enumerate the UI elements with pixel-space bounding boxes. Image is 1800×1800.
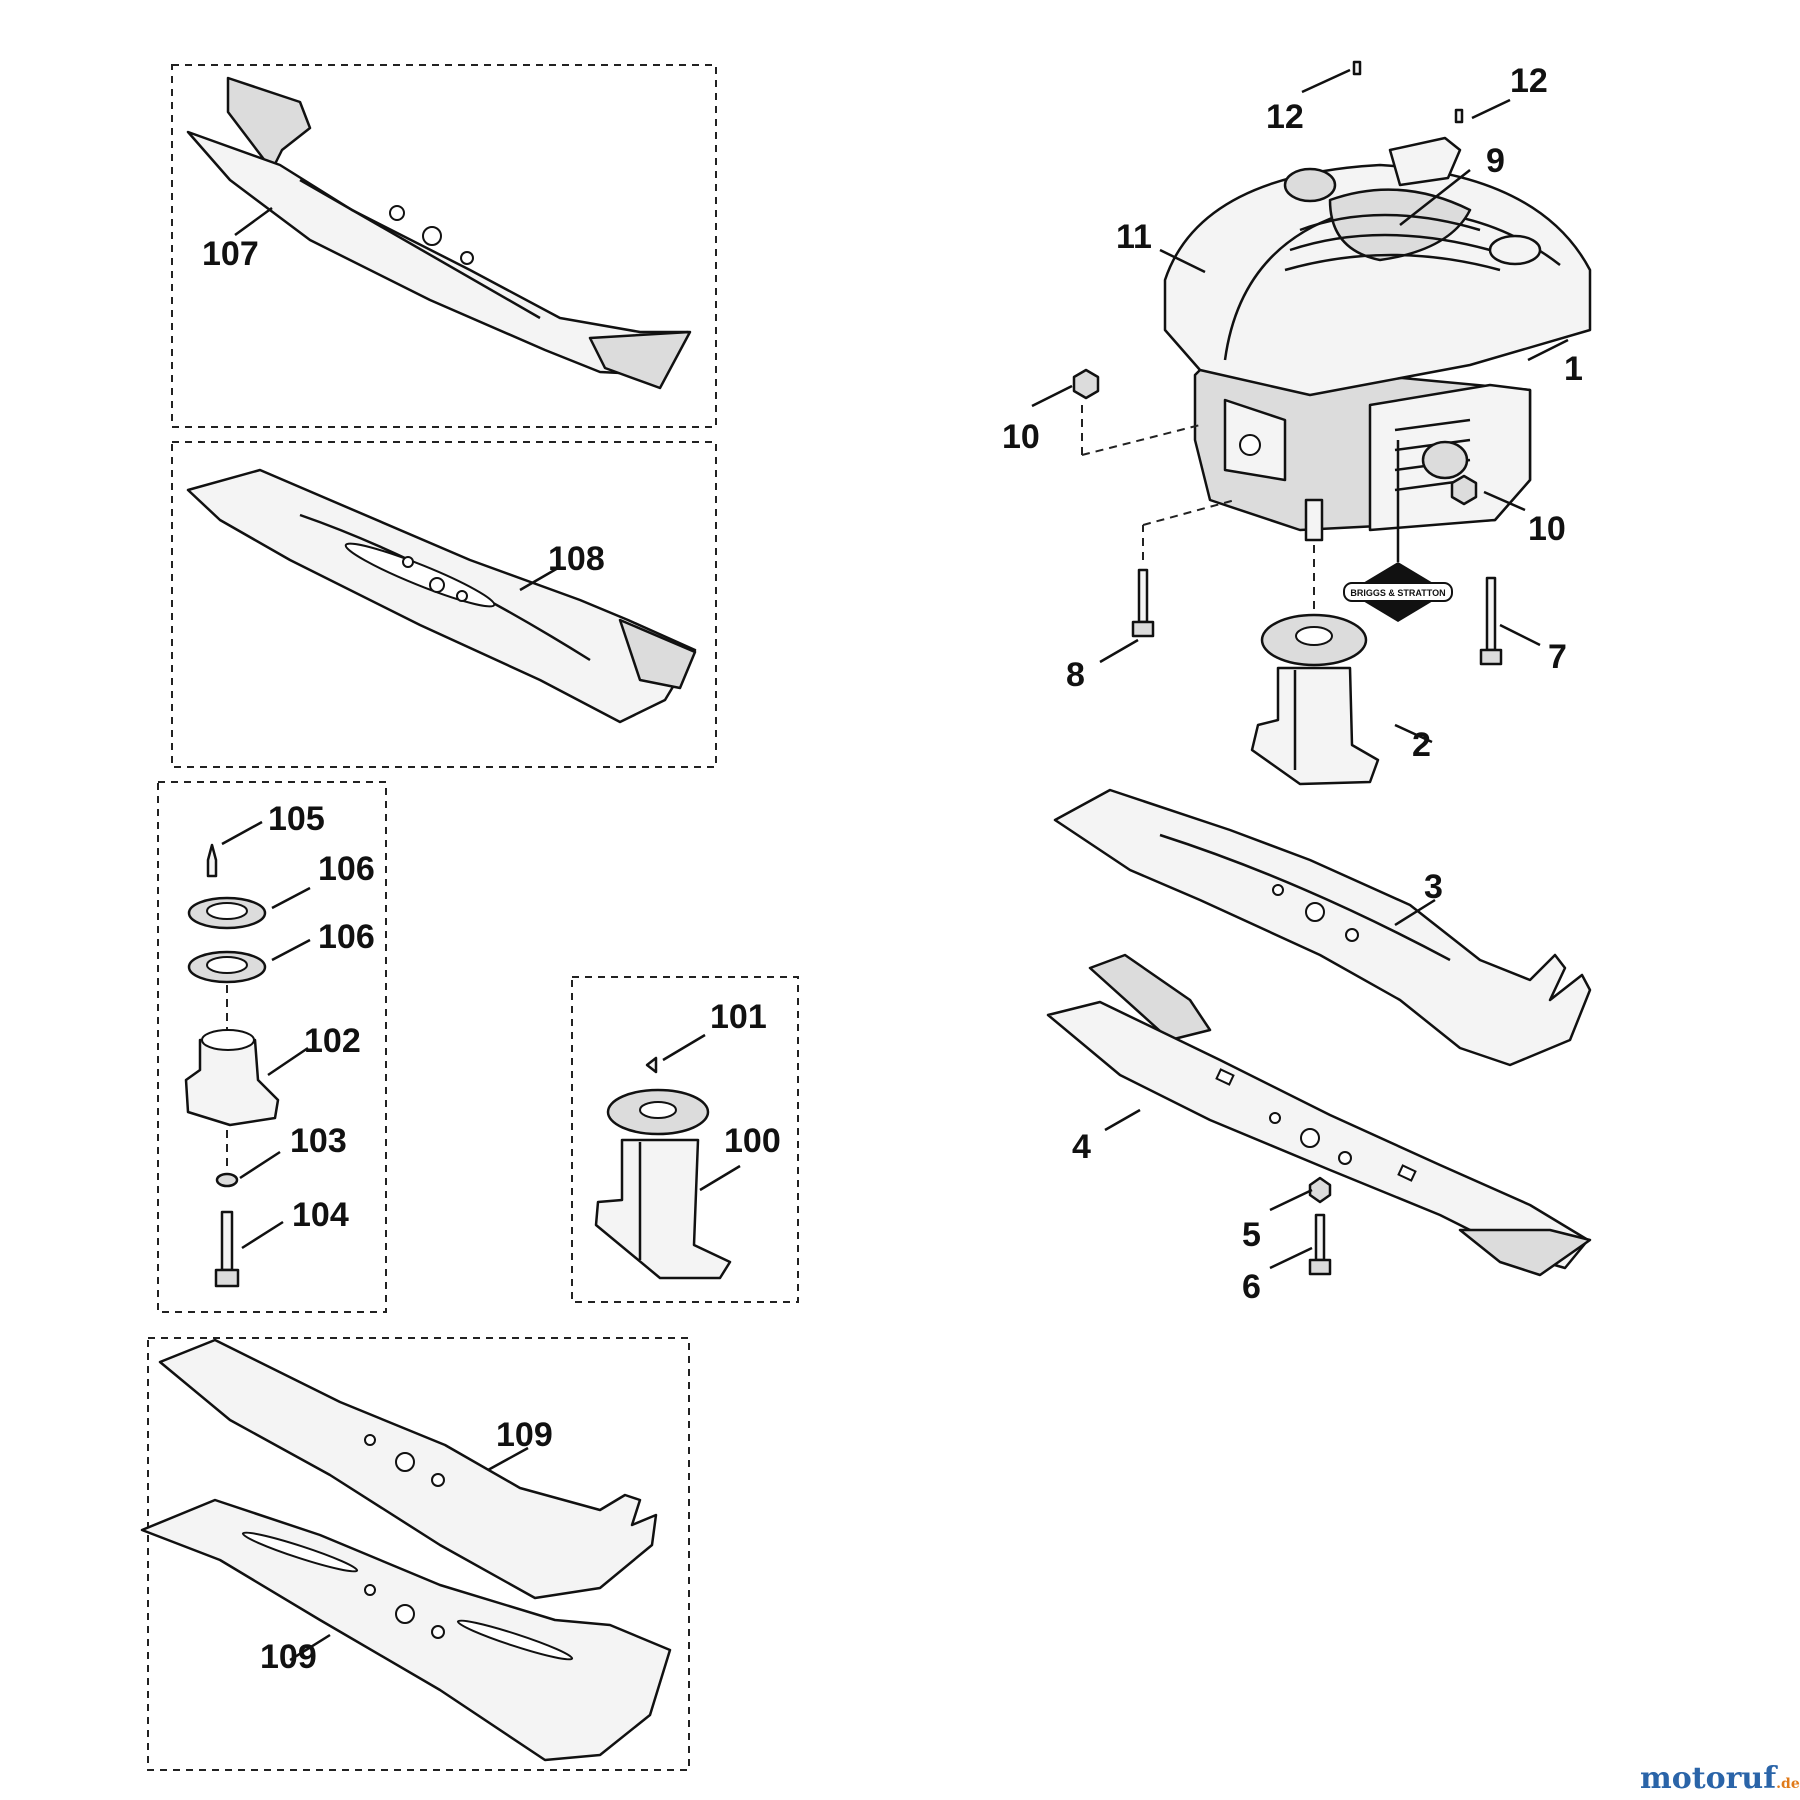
blade-109-lower [140, 1498, 672, 1762]
label-103: 103 [290, 1122, 347, 1160]
label-10-right: 10 [1528, 510, 1566, 548]
leader-lines [221, 68, 1569, 1662]
screw-12-right [1454, 108, 1464, 124]
adapter-100-parts [594, 1056, 732, 1280]
label-4: 4 [1072, 1128, 1091, 1166]
label-100: 100 [724, 1122, 781, 1160]
label-105: 105 [268, 800, 325, 838]
blade-3 [1053, 788, 1592, 1067]
adapter-102 [184, 1038, 280, 1127]
label-109-upper: 109 [496, 1416, 553, 1454]
label-102: 102 [304, 1022, 361, 1060]
bolt-7 [1479, 576, 1503, 666]
label-5: 5 [1242, 1216, 1261, 1254]
svg-text:BRIGGS & STRATTON: BRIGGS & STRATTON [1350, 588, 1445, 598]
brand-badge: BRIGGS & STRATTON [1343, 440, 1453, 622]
bolt-104 [220, 1210, 234, 1272]
blade-109-upper [158, 1338, 658, 1600]
adapter-2 [1250, 545, 1380, 786]
washer-5 [1308, 1176, 1332, 1204]
engine-1 [1163, 136, 1592, 542]
label-9: 9 [1486, 142, 1505, 180]
label-8: 8 [1066, 656, 1085, 694]
nut-10-left [1072, 368, 1100, 400]
bolt-8 [1131, 499, 1236, 638]
label-10-left: 10 [1002, 418, 1040, 456]
label-108: 108 [548, 540, 605, 578]
label-7: 7 [1548, 638, 1567, 676]
screw-12-left [1352, 60, 1362, 76]
label-107: 107 [202, 235, 259, 273]
washer-103 [215, 1172, 239, 1188]
label-106-lower: 106 [318, 918, 375, 956]
blade-108 [186, 468, 697, 724]
group-box-adapter-kit [157, 781, 387, 1313]
nut-10-right [1450, 474, 1478, 506]
label-6: 6 [1242, 1268, 1261, 1306]
label-12-left: 12 [1266, 98, 1304, 136]
key-101 [645, 1056, 658, 1074]
group-box-100 [571, 976, 799, 1303]
label-101: 101 [710, 998, 767, 1036]
blade-4 [1046, 953, 1592, 1277]
adapter-100 [594, 1138, 732, 1280]
bolt-6 [1308, 1213, 1332, 1276]
label-109-lower: 109 [260, 1638, 317, 1676]
label-106-upper: 106 [318, 850, 375, 888]
label-11: 11 [1116, 218, 1152, 256]
group-box-108 [171, 441, 717, 768]
label-12-right: 12 [1510, 62, 1548, 100]
watermark-logo: motoruf.de [1640, 1761, 1800, 1796]
key-105 [206, 843, 218, 878]
group-box-107 [171, 64, 717, 428]
label-104: 104 [292, 1196, 349, 1234]
blade-107 [186, 76, 692, 390]
label-2: 2 [1412, 726, 1431, 764]
label-3: 3 [1424, 868, 1443, 906]
callout-labels: 107 108 105 106 106 102 103 104 101 100 … [202, 62, 1583, 1676]
svg-text:motoruf.de: motoruf.de [1640, 1761, 1800, 1796]
group-box-109 [147, 1337, 690, 1771]
adapter-kit-parts [184, 843, 280, 1288]
label-1: 1 [1564, 350, 1583, 388]
